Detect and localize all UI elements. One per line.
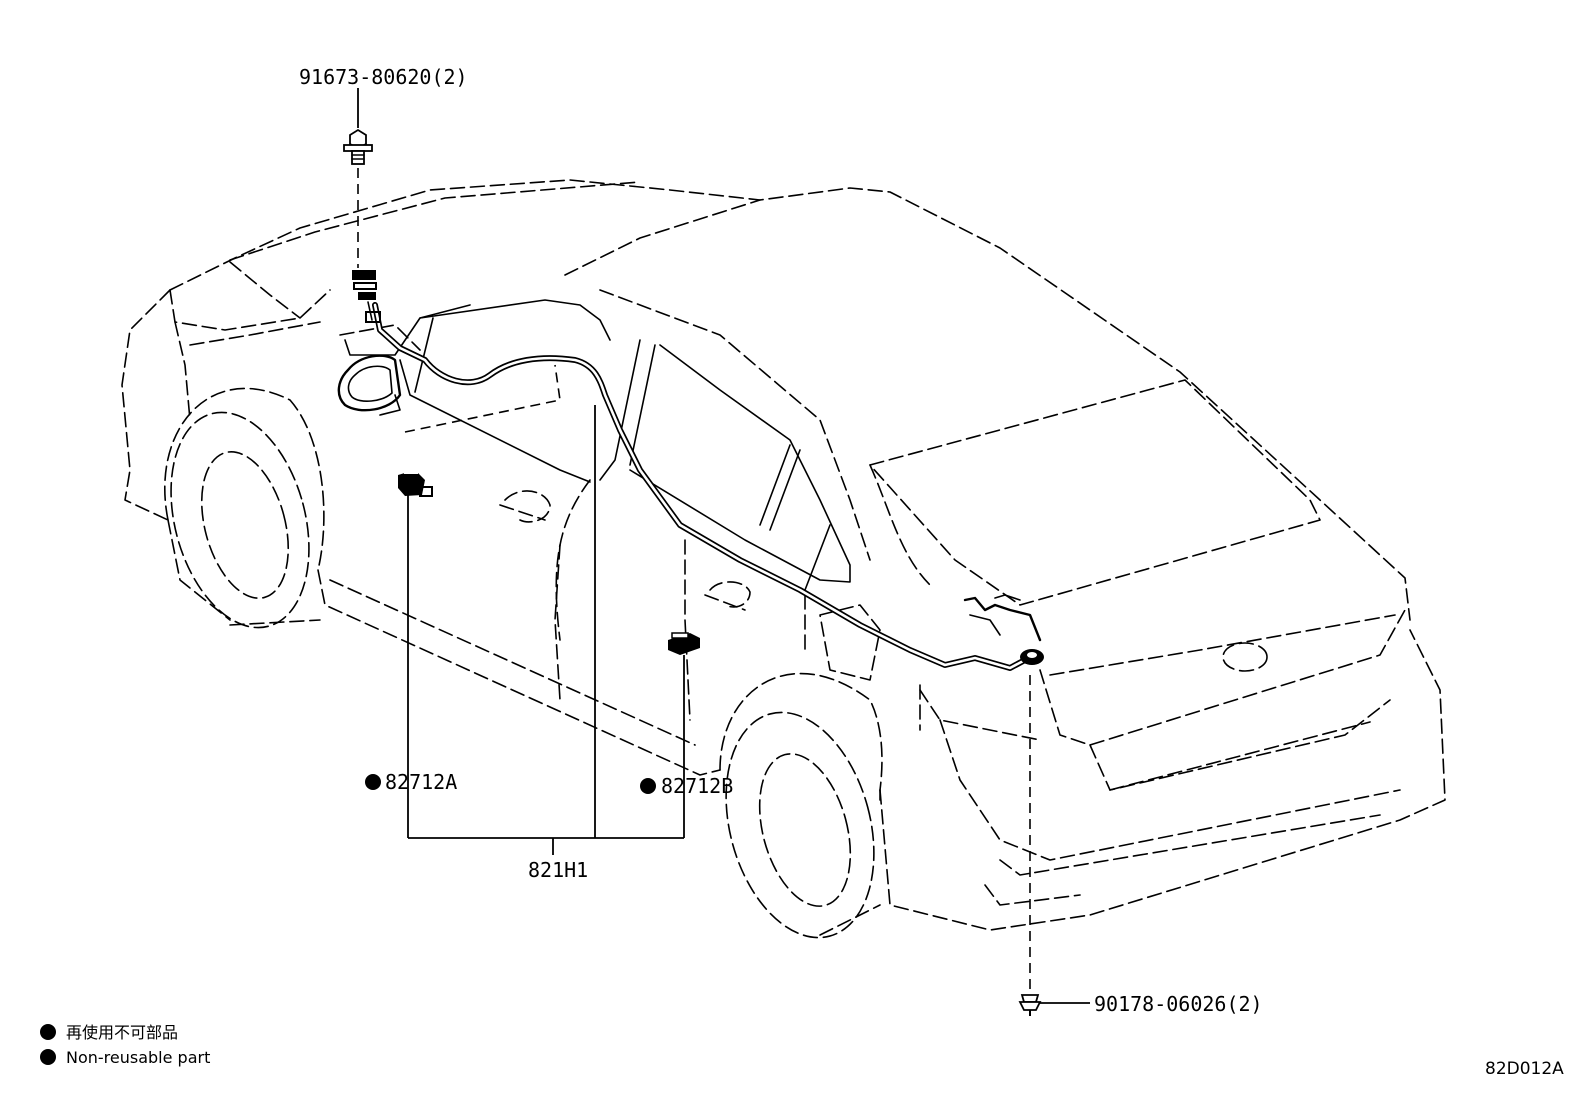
clip-part-number: 90178-06026(2) [1094, 992, 1263, 1016]
connector-a [398, 470, 433, 497]
connector-a-leader [404, 364, 561, 433]
part-number-b: 82712B [661, 774, 733, 798]
connector-b [668, 632, 700, 655]
non-reusable-dot-a [365, 774, 381, 790]
part-number-a: 82712A [385, 770, 457, 794]
front-wheel [170, 411, 321, 629]
window-frames [344, 299, 851, 591]
assembly-part-number: 821H1 [528, 858, 588, 882]
legend-en-text: Non-reusable part [66, 1048, 210, 1067]
rear-wheel [725, 711, 881, 939]
car-body-outline [121, 179, 1446, 931]
clip-icon [1018, 994, 1042, 1016]
legend-dot-en [40, 1049, 56, 1065]
rear-grommet [1020, 649, 1044, 665]
bolt-part-number: 91673-80620(2) [299, 65, 468, 89]
legend-jp-text: 再使用不可部品 [66, 1023, 178, 1042]
wire-harness [372, 302, 1042, 671]
front-grommet [352, 270, 381, 323]
bolt-icon [343, 128, 373, 165]
non-reusable-dot-b [640, 778, 656, 794]
legend: 再使用不可部品 Non-reusable part [40, 1023, 210, 1067]
side-mirror [337, 354, 402, 416]
legend-dot-jp [40, 1024, 56, 1040]
figure-id: 82D012A [1485, 1059, 1564, 1079]
